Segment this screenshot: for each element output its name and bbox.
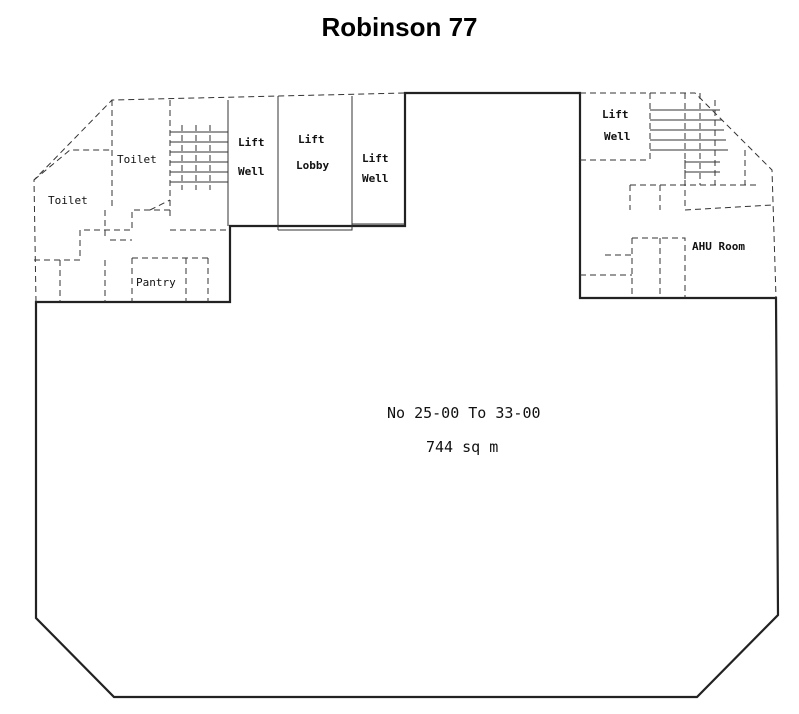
core-outline-right xyxy=(580,92,777,299)
left-stair xyxy=(170,125,228,190)
toilet-label: Toilet xyxy=(117,153,157,166)
right-stair xyxy=(650,93,728,185)
ahu-room-label: AHU Room xyxy=(692,240,745,253)
plan-title: Robinson 77 xyxy=(321,12,478,42)
lift-well-label: Lift xyxy=(362,152,389,165)
lift-well-label: Lift xyxy=(238,136,265,149)
unit-area-label: 744 sq m xyxy=(426,438,498,456)
core-outline-left xyxy=(33,92,406,303)
lift-lobby-label: Lobby xyxy=(296,159,329,172)
lift-well-label: Well xyxy=(604,130,631,143)
lift-lobby-label: Lift xyxy=(298,133,325,146)
lift-well-label: Well xyxy=(238,165,265,178)
lift-well-label: Lift xyxy=(602,108,629,121)
lift-lobby xyxy=(278,96,353,231)
pantry-label: Pantry xyxy=(136,276,176,289)
office-area-outline xyxy=(34,91,780,699)
lift-well-left xyxy=(227,96,279,230)
unit-range-label: No 25-00 To 33-00 xyxy=(387,404,541,422)
lift-well-label: Well xyxy=(362,172,389,185)
right-core-partitions xyxy=(580,93,773,298)
toilet-label: Toilet xyxy=(48,194,88,207)
